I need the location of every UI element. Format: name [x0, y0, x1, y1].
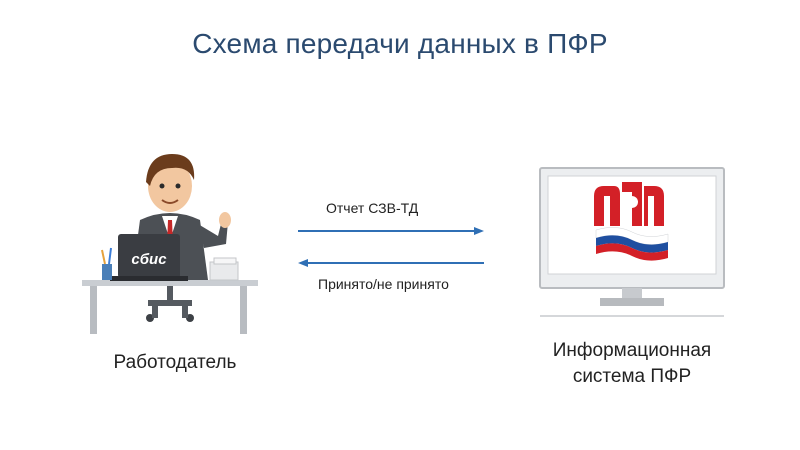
desk-top	[82, 280, 258, 286]
chair-stem	[167, 286, 173, 306]
person-head	[148, 160, 192, 212]
desk-leg-left	[90, 286, 97, 334]
laptop-screen	[118, 234, 180, 278]
arrow-backward	[298, 259, 484, 267]
person-hand	[219, 212, 231, 228]
monitor-stand-neck	[622, 288, 642, 298]
pfr-caption-line1: Информационная	[552, 340, 712, 361]
pencil-cup	[102, 264, 112, 280]
person-hair	[146, 154, 195, 186]
desk-leg-right	[240, 286, 247, 334]
backward-label: Принято/не принято	[318, 276, 449, 292]
pfr-logo	[594, 182, 664, 226]
employer-illustration	[82, 154, 258, 334]
pfr-caption: Информационная система ПФР	[532, 338, 732, 390]
person-arm	[198, 220, 228, 248]
employer-caption: Работодатель	[113, 352, 237, 373]
laptop-logo: сбис	[131, 251, 167, 268]
arrow-forward	[298, 227, 484, 235]
diagram-title: Схема передачи данных в ПФР	[192, 28, 608, 59]
pfr-caption-line2: система ПФР	[572, 366, 692, 387]
forward-label: Отчет СЗВ-ТД	[326, 200, 419, 216]
paper-stack	[209, 261, 239, 281]
russian-flag	[595, 227, 669, 261]
pfr-monitor	[539, 167, 725, 317]
monitor-stand-base	[600, 298, 664, 306]
